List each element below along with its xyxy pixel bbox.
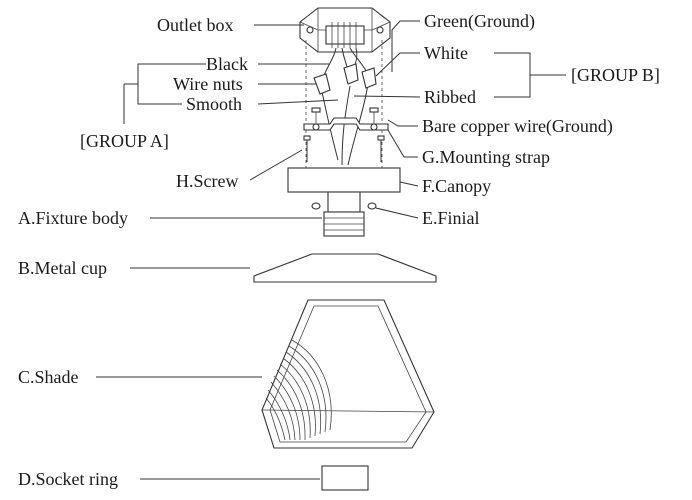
- label-mounting-strap: G.Mounting strap: [422, 147, 550, 167]
- label-group-a: [GROUP A]: [80, 131, 169, 151]
- label-black: Black: [206, 54, 248, 74]
- label-finial: E.Finial: [422, 208, 480, 228]
- label-bare-copper: Bare copper wire(Ground): [422, 116, 613, 137]
- canopy: [287, 167, 401, 193]
- label-socket-ring: D.Socket ring: [18, 469, 118, 489]
- label-screw: H.Screw: [176, 171, 238, 191]
- label-green-ground: Green(Ground): [424, 11, 535, 32]
- outlet-box: [299, 7, 391, 53]
- shade: [261, 299, 435, 449]
- finials: [311, 202, 377, 210]
- label-fixture-body: A.Fixture body: [18, 208, 128, 228]
- label-wire-nuts: Wire nuts: [173, 74, 243, 94]
- label-shade: C.Shade: [18, 367, 79, 387]
- label-canopy: F.Canopy: [422, 176, 491, 196]
- wire-nuts: [313, 63, 377, 95]
- label-metal-cup: B.Metal cup: [18, 258, 107, 278]
- fixture-body: [323, 191, 365, 237]
- socket-ring: [321, 465, 369, 491]
- leader-lines: [96, 20, 566, 480]
- metal-cup: [253, 253, 437, 283]
- label-outlet-box: Outlet box: [157, 15, 234, 35]
- supply-wires: [305, 40, 383, 170]
- label-ribbed: Ribbed: [424, 87, 476, 107]
- label-group-b: [GROUP B]: [571, 65, 660, 85]
- screws: [303, 135, 385, 162]
- label-smooth: Smooth: [186, 94, 242, 114]
- label-white: White: [424, 43, 468, 63]
